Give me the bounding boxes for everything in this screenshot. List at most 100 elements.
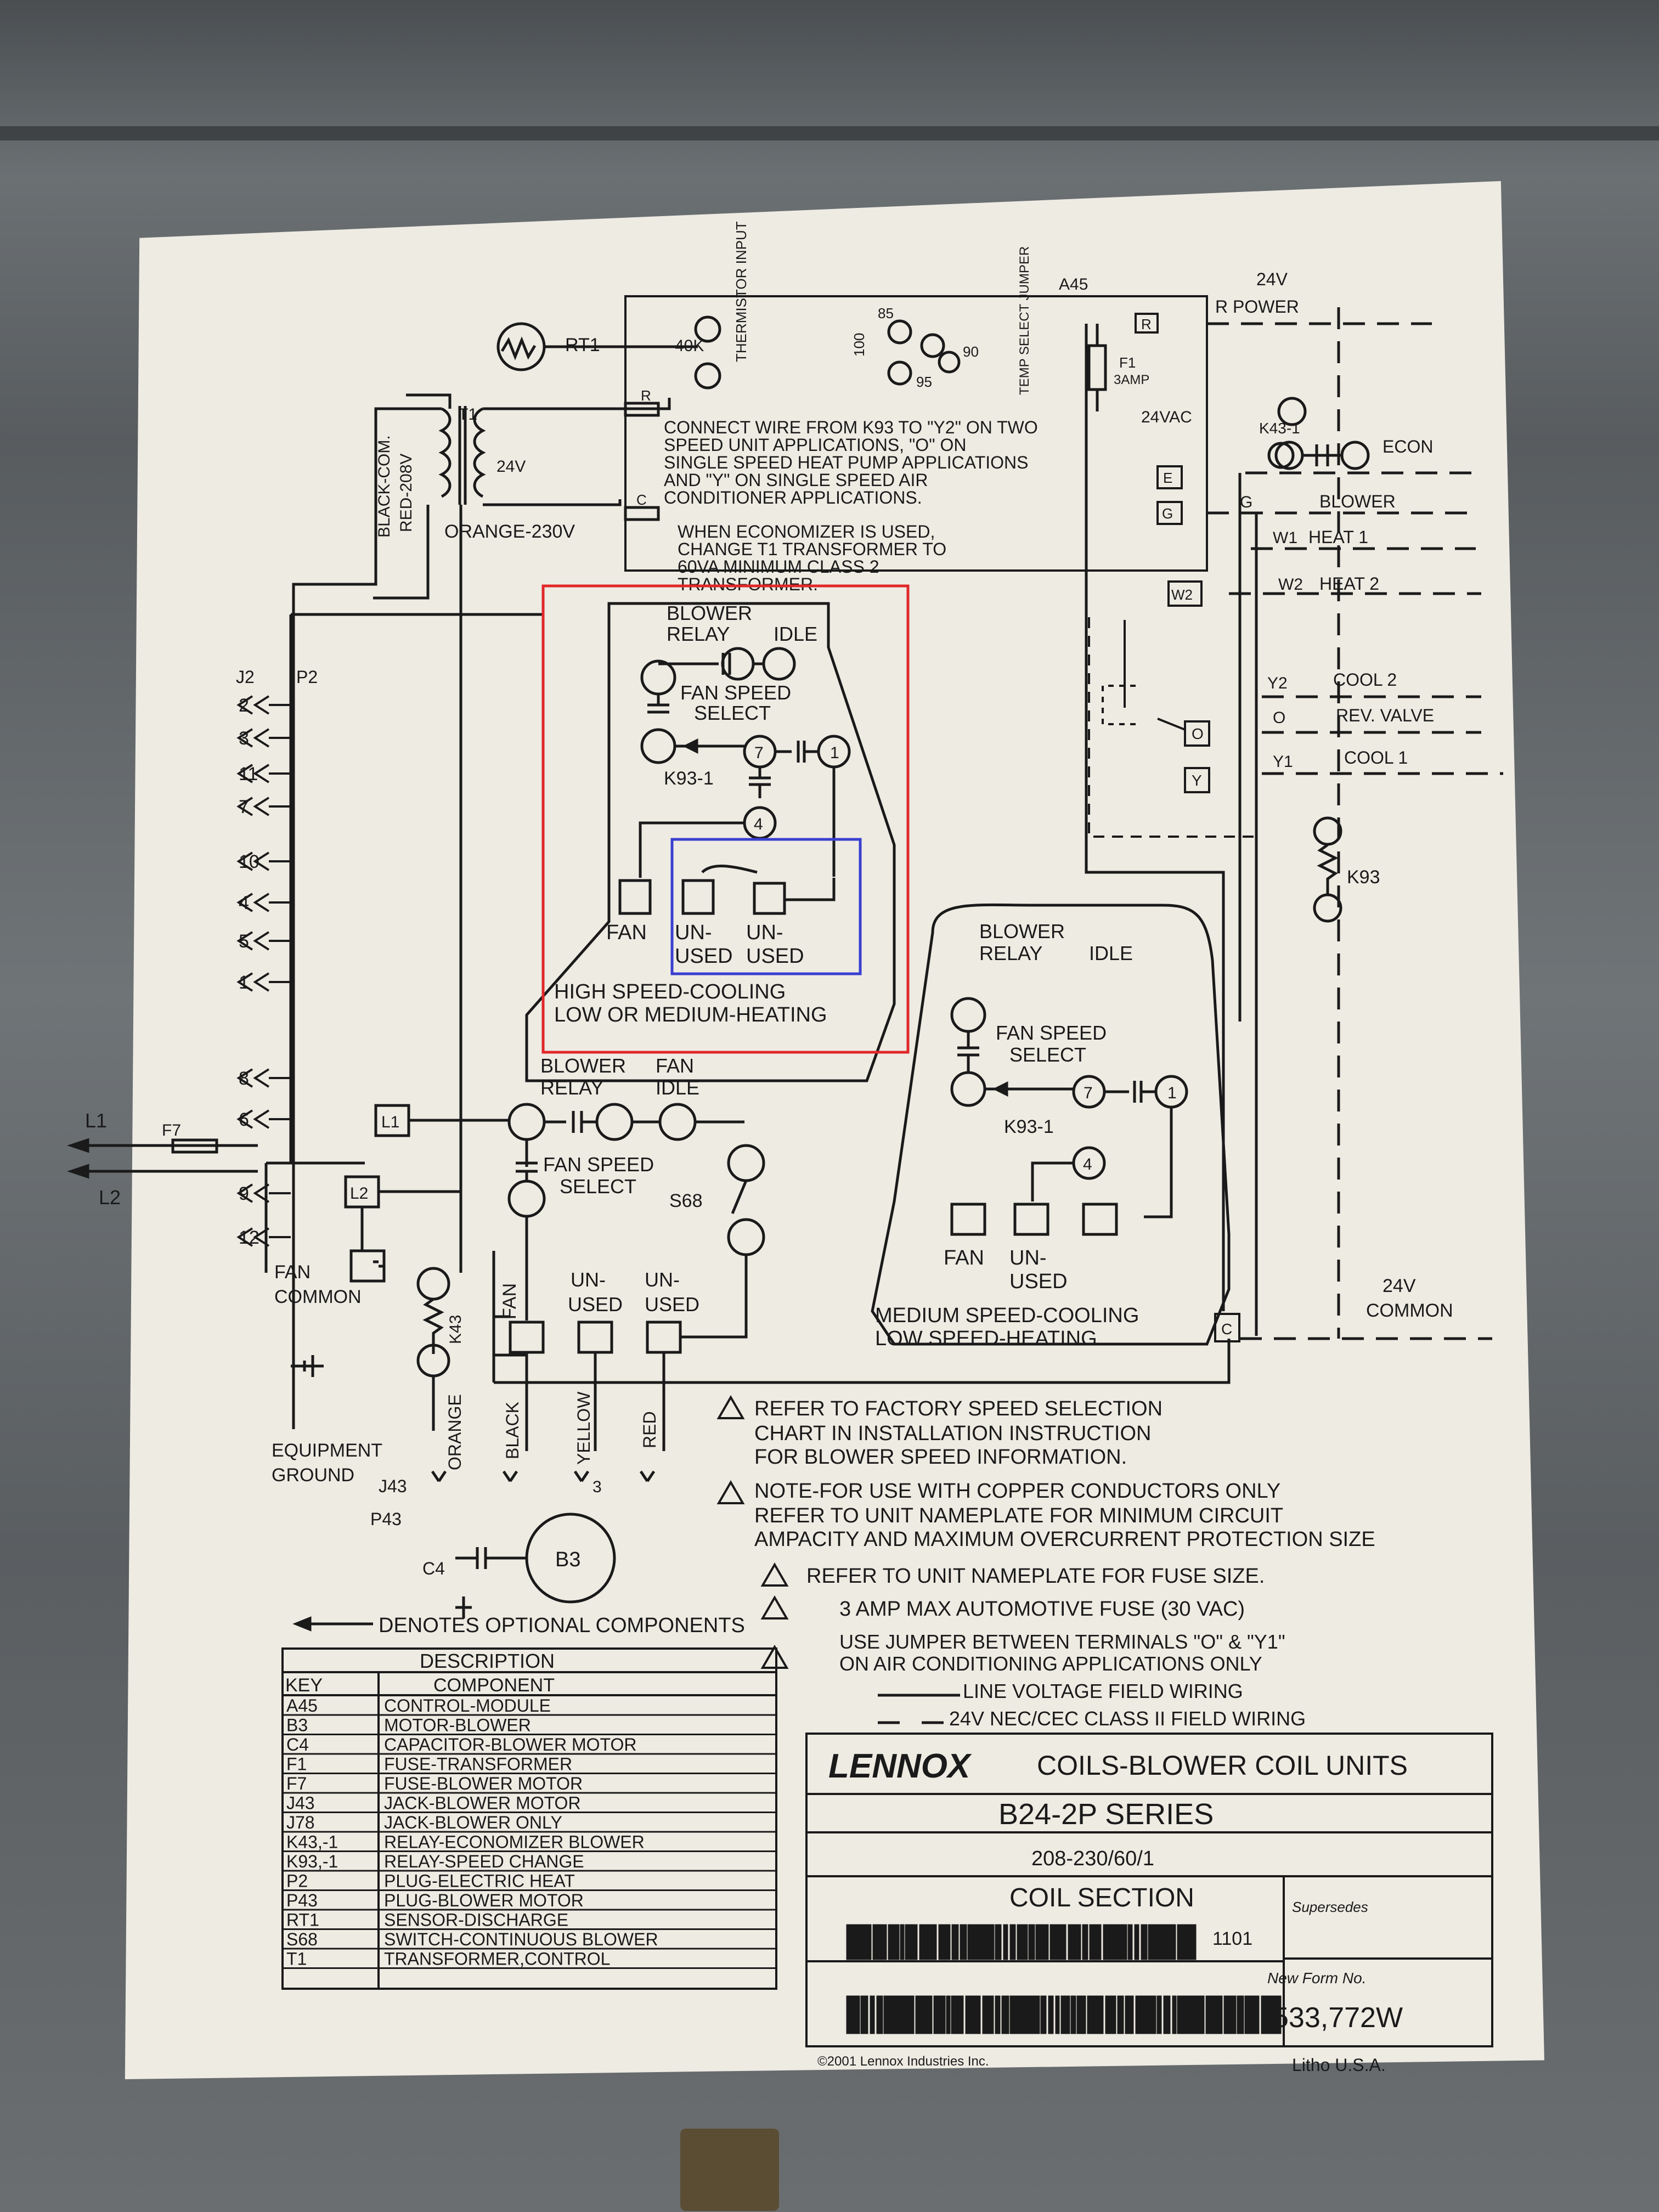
barcode-bar	[1162, 1924, 1169, 1960]
plug-pin-number: 10	[239, 851, 259, 872]
w2-label: W2	[1278, 575, 1303, 594]
hs-idle-label: IDLE	[774, 623, 817, 645]
barcode-bar	[1109, 1924, 1117, 1960]
barcode-bar	[1223, 1995, 1229, 2034]
24v-secondary-label: 24V	[496, 458, 526, 476]
plug-pin: 7	[236, 797, 291, 817]
line-inputs: L1 L2 F7 L1 L2 FAN COMMON EQUIPMENT GROU…	[67, 1104, 510, 1486]
barcode-bar	[1065, 1995, 1070, 2034]
plug-pin: 1	[236, 972, 291, 993]
barcode-bar	[971, 1924, 976, 1960]
plug-pin: 10	[236, 851, 291, 872]
legend-key: T1	[286, 1949, 307, 1969]
barcode-bar	[1140, 1995, 1148, 2034]
barcode-bar	[982, 1995, 988, 2034]
barcode-bar	[960, 1924, 967, 1960]
dial-100: 100	[851, 333, 867, 357]
temp-select-jumper-label: TEMP SELECT JUMPER	[1017, 246, 1032, 395]
barcode-bar	[870, 1995, 875, 2034]
legend-key: P43	[286, 1891, 318, 1910]
plug-pin: 5	[236, 931, 291, 952]
plug-pin-number: 12	[239, 1227, 259, 1248]
c-terminal-label: C	[636, 492, 647, 508]
barcode-bar	[1217, 1995, 1223, 2034]
fan-label-a: FAN	[274, 1262, 311, 1283]
barcode-bar	[943, 1924, 951, 1960]
y1-label: Y1	[1273, 753, 1293, 771]
barcode-bar	[987, 1995, 994, 2034]
barcode-bar	[1076, 1995, 1082, 2034]
optional-components-label: DENOTES OPTIONAL COMPONENTS	[379, 1614, 745, 1637]
l1-box-label: L1	[381, 1113, 399, 1131]
barcode-bar	[1192, 1995, 1199, 2034]
barcode-bar	[983, 1924, 991, 1960]
thermistor-input-label: THERMISTOR INPUT	[733, 221, 749, 362]
connect-note-line3: SINGLE SPEED HEAT PUMP APPLICATIONS	[664, 453, 1029, 472]
ms-select-label: SELECT	[1009, 1043, 1086, 1066]
barcode-bar	[888, 1924, 893, 1960]
barcode-bar	[1105, 1995, 1112, 2034]
rt1-label: RT1	[565, 335, 600, 356]
barcode-bar	[995, 1924, 1002, 1960]
barcode-bar	[1022, 1924, 1028, 1960]
temp-select-dial: 85 90 95 100 TEMP SELECT JUMPER	[851, 246, 1032, 395]
barcode-bar	[1014, 1995, 1022, 2034]
plug-pin: 8	[236, 1068, 291, 1089]
legend-component: CAPACITOR-BLOWER MOTOR	[384, 1735, 636, 1754]
unused-a-line2: USED	[568, 1293, 623, 1316]
legend-key: K93,-1	[286, 1852, 338, 1871]
barcode-bar	[974, 1995, 981, 2034]
hs-select-label: SELECT	[694, 702, 771, 724]
orange-wire-label: ORANGE	[445, 1394, 465, 1470]
common-label: COMMON	[1366, 1300, 1453, 1321]
barcode-bar	[1157, 1924, 1163, 1960]
l2-box-label: L2	[350, 1184, 368, 1203]
barcode-bar	[1119, 1924, 1127, 1960]
barcode-bar	[1182, 1924, 1190, 1960]
plug-pin: 11	[236, 764, 291, 785]
new-form-label: New Form No.	[1267, 1970, 1366, 1987]
transformer-t1: T1 24V ORANGE-230V BLACK-COM. RED-208V R…	[292, 387, 671, 1429]
legend-component: FUSE-TRANSFORMER	[384, 1754, 572, 1774]
40k-label: 40K	[675, 337, 704, 355]
barcode-bar	[1041, 1924, 1049, 1960]
unused-b-line1: UN-	[645, 1268, 680, 1291]
barcode-bar	[1017, 1924, 1023, 1960]
dial-85: 85	[878, 305, 894, 321]
cabinet-bolt	[680, 2129, 779, 2211]
field-wiring	[1207, 307, 1503, 1340]
barcode-bar	[1087, 1995, 1094, 2034]
main-fan-label: FAN	[656, 1054, 694, 1077]
barcode-bar	[1055, 1995, 1060, 2034]
barcode-bar	[890, 1995, 896, 2034]
barcode-bar	[1148, 1924, 1153, 1960]
legend-key: RT1	[286, 1910, 319, 1930]
red-208v-label: RED-208V	[397, 454, 415, 532]
plug-pin-number: 1	[239, 972, 249, 993]
barcode-bar	[1212, 1995, 1218, 2034]
hs-caption-1: HIGH SPEED-COOLING	[554, 980, 786, 1003]
barcode-bar	[933, 1995, 939, 2034]
hs-caption-2: LOW OR MEDIUM-HEATING	[554, 1003, 827, 1026]
o-label: O	[1273, 709, 1285, 727]
barcode-bar	[1098, 1995, 1104, 2034]
barcode-bar	[900, 1924, 905, 1960]
24vac-label: 24VAC	[1141, 408, 1192, 426]
legend-key: J78	[286, 1813, 315, 1832]
terminal-e: E	[1163, 470, 1172, 486]
terminal-strip: R E G W2 O Y C	[1135, 313, 1240, 1342]
legend-key: F7	[286, 1774, 307, 1793]
barcode-bar	[1237, 1995, 1244, 2034]
barcode-bar	[1117, 1995, 1124, 2034]
barcode-bar	[967, 1924, 973, 1960]
barcode-bar	[946, 1995, 951, 2034]
unused-b-line2: USED	[645, 1293, 699, 1316]
barcode-bar	[1070, 1995, 1076, 2034]
hs-unused-2b: USED	[746, 945, 804, 968]
line-voltage-note: LINE VOLTAGE FIELD WIRING	[963, 1680, 1243, 1702]
right-side-labels: 24V R POWER K43-1 ECON G BLOWER W1 HEAT …	[1215, 269, 1453, 1321]
